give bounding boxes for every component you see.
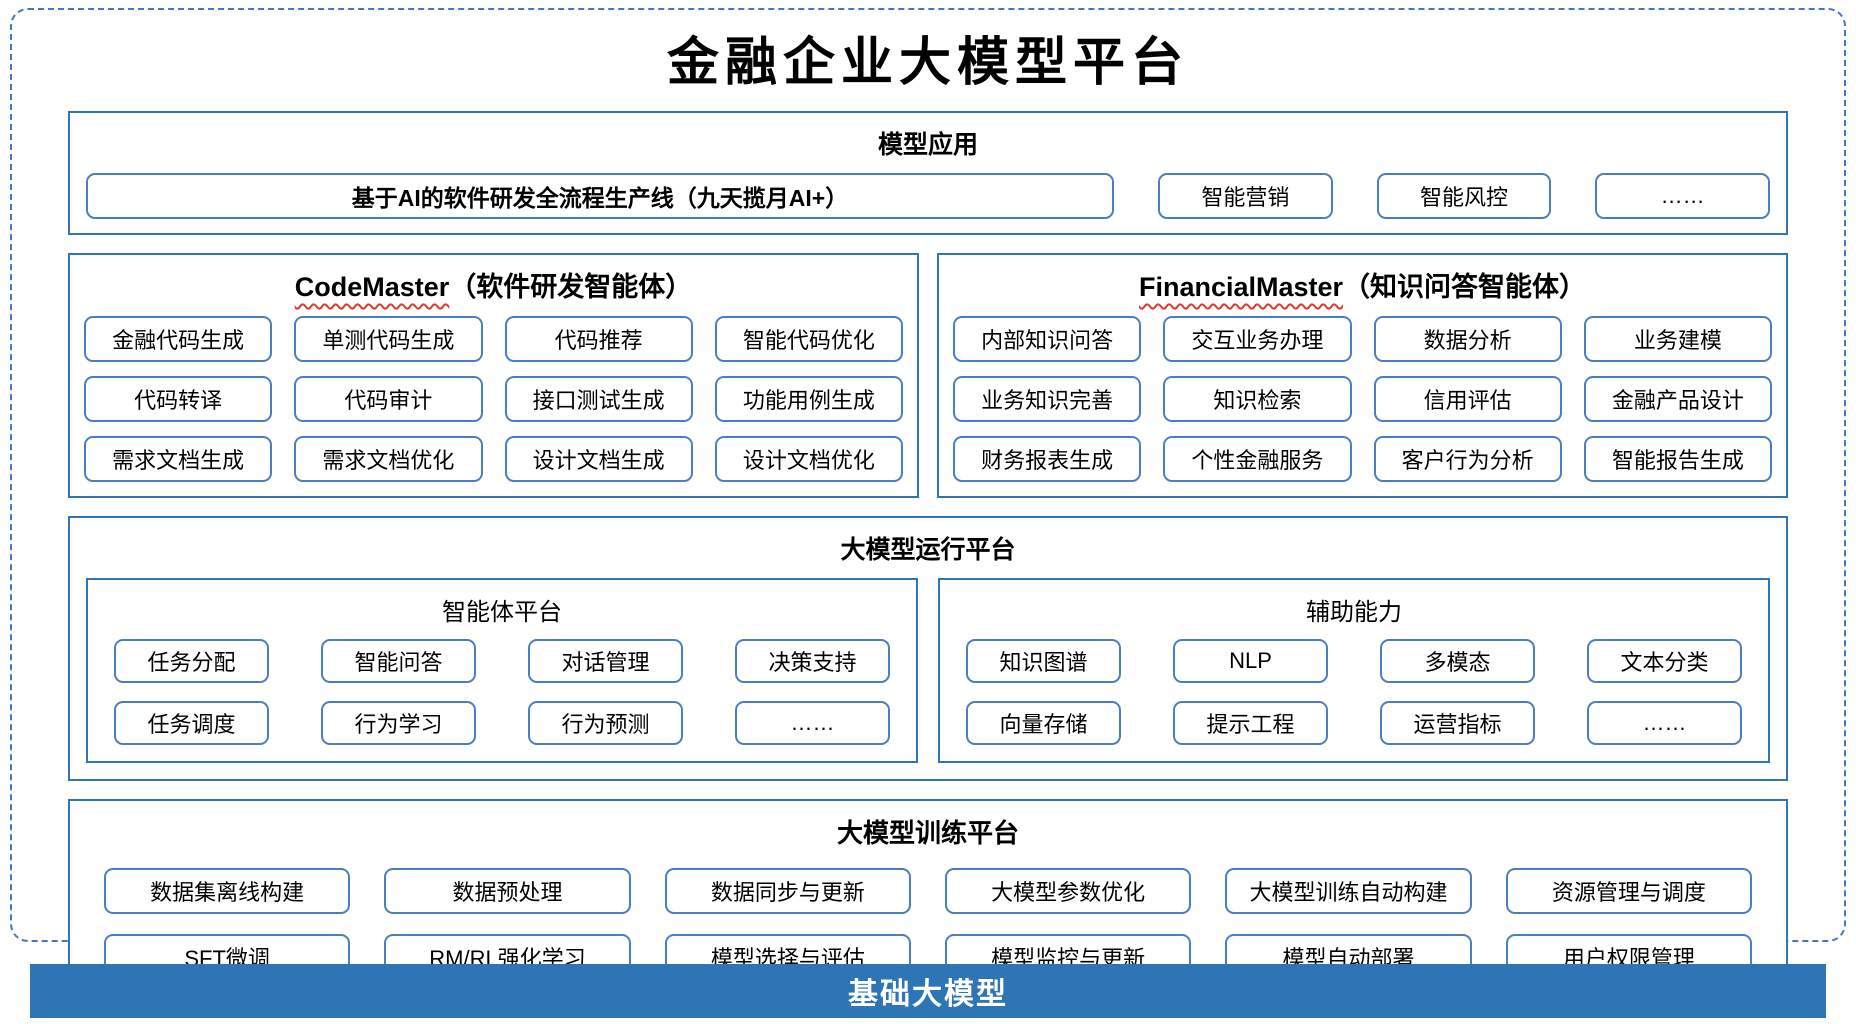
- capability-box: 对话管理: [528, 639, 683, 684]
- capability-box: NLP: [1173, 639, 1328, 684]
- capability-box: 大模型参数优化: [944, 868, 1192, 915]
- capability-box: 智能代码优化: [714, 316, 903, 363]
- capability-box: 数据分析: [1373, 316, 1562, 363]
- sections-container: 模型应用 基于AI的软件研发全流程生产线（九天揽月AI+） 智能营销 智能风控 …: [68, 111, 1788, 1001]
- capability-box: 数据集离线构建: [104, 868, 351, 915]
- capability-box: 知识图谱: [966, 639, 1121, 684]
- capability-box: 个性金融服务: [1163, 436, 1352, 483]
- capability-box: 向量存储: [966, 701, 1121, 746]
- assist-capabilities-grid: 知识图谱 NLP 多模态 文本分类 向量存储 提示工程 运营指标 ……: [958, 639, 1750, 746]
- assist-capabilities-title: 辅助能力: [1306, 599, 1402, 627]
- capability-box: 行为预测: [528, 701, 683, 746]
- foundation-model-bar: 基础大模型: [30, 964, 1826, 1018]
- page-title: 金融企业大模型平台: [666, 32, 1189, 93]
- capability-box: 功能用例生成: [714, 376, 903, 423]
- codemaster-grid: 金融代码生成 单测代码生成 代码推荐 智能代码优化 代码转译 代码审计 接口测试…: [84, 316, 903, 483]
- agent-platform-title: 智能体平台: [442, 599, 562, 627]
- capability-box: 数据同步与更新: [664, 868, 911, 915]
- subsection-assist-capabilities: 辅助能力 知识图谱 NLP 多模态 文本分类 向量存储 提示工程 运营指标 ……: [938, 578, 1770, 764]
- model-applications-row: 基于AI的软件研发全流程生产线（九天揽月AI+） 智能营销 智能风控 ……: [82, 173, 1774, 220]
- capability-box: 任务调度: [114, 701, 269, 746]
- platform-outer-frame: 金融企业大模型平台 模型应用 基于AI的软件研发全流程生产线（九天揽月AI+） …: [10, 8, 1846, 1001]
- capability-box: 运营指标: [1380, 701, 1535, 746]
- capability-box: 提示工程: [1173, 701, 1328, 746]
- foundation-model-bar-label: 基础大模型: [848, 978, 1008, 1011]
- capability-box: 文本分类: [1587, 639, 1742, 684]
- capability-box: 多模态: [1380, 639, 1535, 684]
- financialmaster-subtitle: （知识问答智能体）: [1343, 272, 1587, 303]
- capability-box-ellipsis: ……: [735, 701, 890, 746]
- capability-box: 需求文档生成: [84, 436, 273, 483]
- agents-row: CodeMaster（软件研发智能体） 金融代码生成 单测代码生成 代码推荐 智…: [68, 253, 1788, 499]
- capability-box: 业务知识完善: [953, 376, 1142, 423]
- codemaster-title: CodeMaster（软件研发智能体）: [84, 265, 903, 304]
- training-platform-title: 大模型训练平台: [836, 818, 1019, 849]
- section-model-applications: 模型应用 基于AI的软件研发全流程生产线（九天揽月AI+） 智能营销 智能风控 …: [68, 111, 1788, 236]
- runtime-row: 智能体平台 任务分配 智能问答 对话管理 决策支持 任务调度 行为学习 行为预测…: [82, 578, 1774, 765]
- capability-box: 金融产品设计: [1583, 376, 1772, 423]
- codemaster-subtitle: （软件研发智能体）: [449, 272, 693, 303]
- section-codemaster: CodeMaster（软件研发智能体） 金融代码生成 单测代码生成 代码推荐 智…: [68, 253, 919, 499]
- capability-box: 单测代码生成: [294, 316, 483, 363]
- capability-box: 代码审计: [294, 376, 483, 423]
- capability-box: 数据预处理: [384, 868, 631, 915]
- capability-box-ellipsis: ……: [1587, 701, 1742, 746]
- capability-box: 设计文档优化: [714, 436, 903, 483]
- capability-box: 接口测试生成: [504, 376, 693, 423]
- capability-box: 财务报表生成: [953, 436, 1142, 483]
- section-model-applications-title: 模型应用: [877, 131, 978, 160]
- financialmaster-grid: 内部知识问答 交互业务办理 数据分析 业务建模 业务知识完善 知识检索 信用评估…: [953, 316, 1772, 483]
- capability-box: 智能问答: [321, 639, 476, 684]
- agent-platform-grid: 任务分配 智能问答 对话管理 决策支持 任务调度 行为学习 行为预测 ……: [106, 639, 898, 746]
- capability-box: 任务分配: [114, 639, 269, 684]
- financialmaster-name: FinancialMaster: [1138, 272, 1344, 303]
- capability-box: 代码转译: [84, 376, 273, 423]
- subsection-agent-platform: 智能体平台 任务分配 智能问答 对话管理 决策支持 任务调度 行为学习 行为预测…: [86, 578, 918, 764]
- capability-box: 业务建模: [1583, 316, 1772, 363]
- codemaster-name: CodeMaster: [294, 272, 450, 303]
- section-financialmaster: FinancialMaster（知识问答智能体） 内部知识问答 交互业务办理 数…: [937, 253, 1788, 499]
- capability-box: 决策支持: [735, 639, 890, 684]
- capability-box: 智能报告生成: [1583, 436, 1772, 483]
- capability-box: 交互业务办理: [1163, 316, 1352, 363]
- capability-box: 资源管理与调度: [1505, 868, 1752, 915]
- capability-box: 信用评估: [1373, 376, 1562, 423]
- capability-box: 客户行为分析: [1373, 436, 1562, 483]
- capability-box: 行为学习: [321, 701, 476, 746]
- capability-box: 大模型训练自动构建: [1225, 868, 1472, 915]
- section-runtime-platform: 大模型运行平台 智能体平台 任务分配 智能问答 对话管理 决策支持 任务调度 行…: [68, 516, 1788, 782]
- capability-box: 内部知识问答: [953, 316, 1142, 363]
- capability-box: 设计文档生成: [504, 436, 693, 483]
- app-box-pipeline: 基于AI的软件研发全流程生产线（九天揽月AI+）: [86, 173, 1114, 220]
- capability-box: 代码推荐: [504, 316, 693, 363]
- app-box-ellipsis: ……: [1595, 173, 1771, 220]
- capability-box: 金融代码生成: [84, 316, 273, 363]
- app-box: 智能营销: [1158, 173, 1333, 220]
- capability-box: 知识检索: [1163, 376, 1352, 423]
- financialmaster-title: FinancialMaster（知识问答智能体）: [953, 265, 1772, 304]
- app-box: 智能风控: [1376, 173, 1552, 220]
- runtime-platform-title: 大模型运行平台: [840, 536, 1016, 565]
- capability-box: 需求文档优化: [294, 436, 483, 483]
